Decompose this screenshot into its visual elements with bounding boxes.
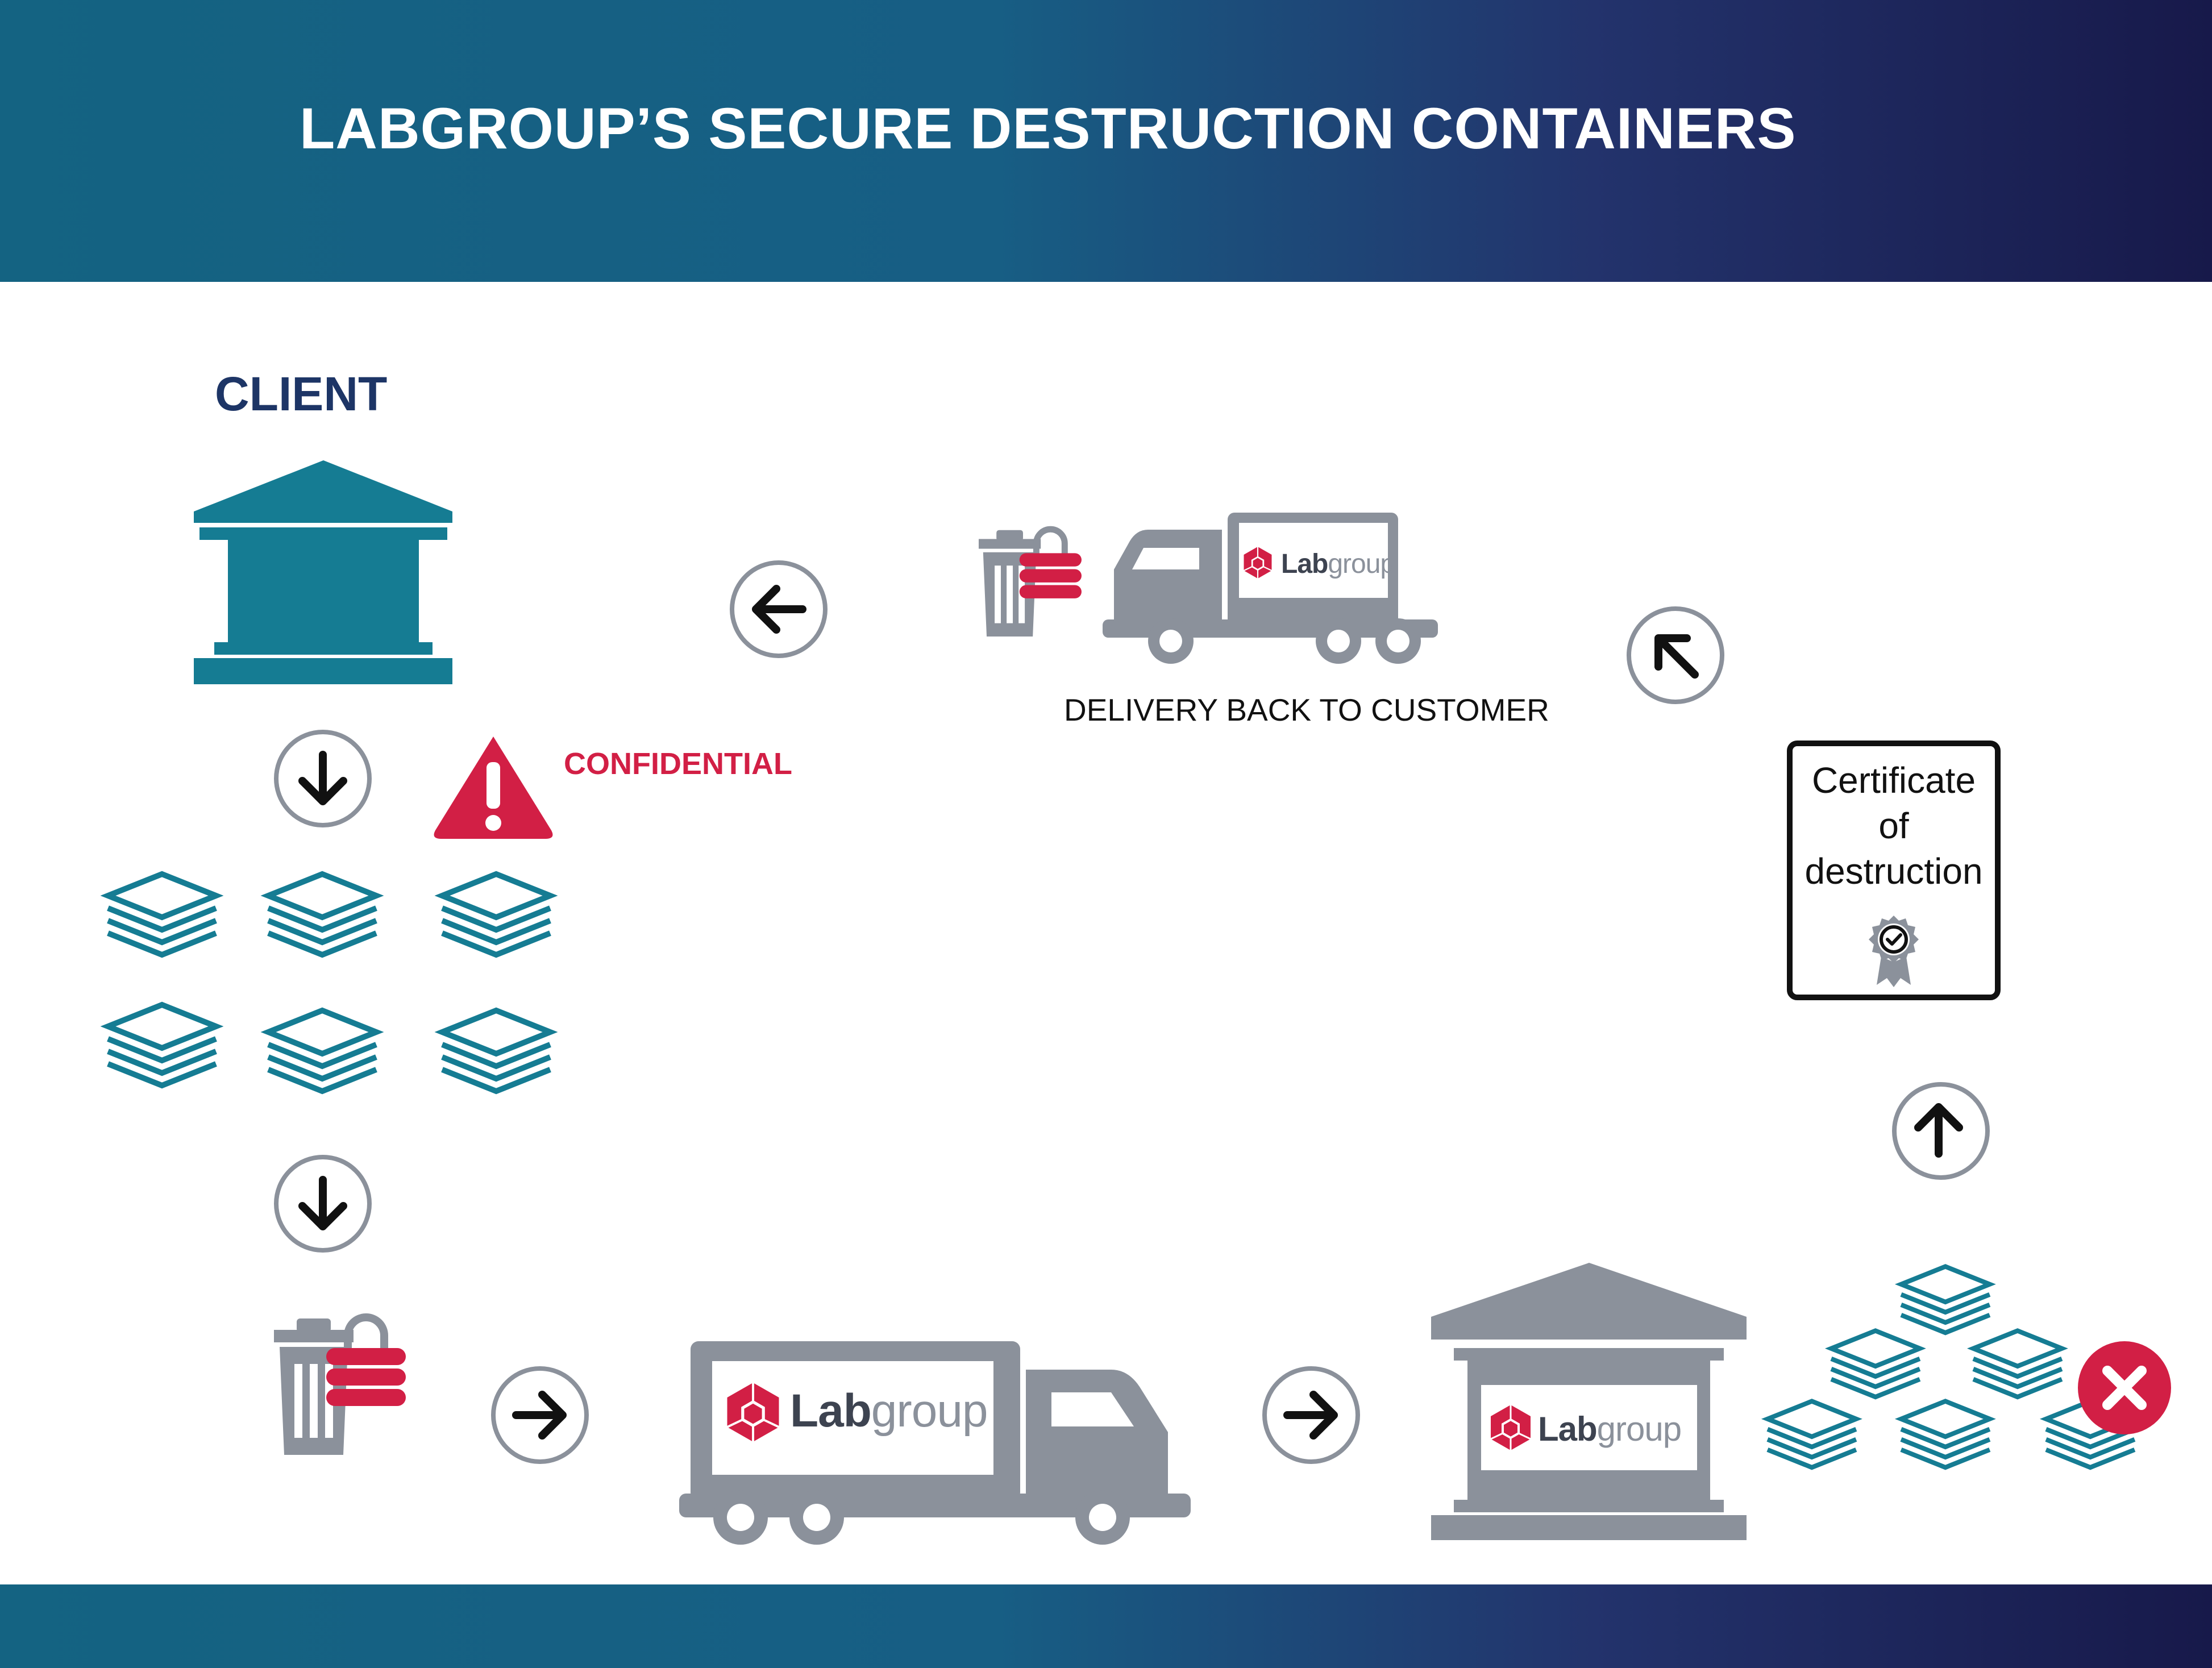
document-stack-icon xyxy=(1901,1267,1990,1333)
truck-icon xyxy=(1103,513,1438,664)
confidential-label: CONFIDENTIAL xyxy=(564,747,792,781)
brand-bold: Lab xyxy=(790,1385,872,1437)
brand-light: group xyxy=(1328,549,1395,579)
arrow-up-icon xyxy=(1894,1084,1988,1178)
document-stack-icon xyxy=(1901,1401,1990,1467)
brand-wordmark: Labgroup xyxy=(1538,1409,1682,1449)
brand-wordmark: Labgroup xyxy=(790,1384,988,1438)
footer-band xyxy=(0,1584,2212,1668)
document-stack-icon xyxy=(1831,1331,1920,1397)
client-label: CLIENT xyxy=(215,367,388,421)
certificate-of-destruction: Certificate of destruction xyxy=(1787,741,2001,1000)
brand-wordmark: Labgroup xyxy=(1281,548,1395,580)
bank-icon xyxy=(194,460,452,684)
document-stack-icon xyxy=(108,874,216,955)
brand-light: group xyxy=(1596,1410,1682,1448)
document-stack-icon xyxy=(108,1005,216,1085)
arrow-right-icon xyxy=(493,1368,587,1462)
document-stack-icon xyxy=(442,1010,550,1091)
arrow-up-left-icon xyxy=(1629,609,1722,702)
document-stack-icon xyxy=(442,874,550,955)
secure-bin-icon xyxy=(979,529,1082,637)
certificate-text: Certificate of destruction xyxy=(1804,760,1983,892)
brand-bold: Lab xyxy=(1538,1410,1598,1448)
document-stack-icon xyxy=(1768,1401,1856,1467)
header-band: LABGROUP’S SECURE DESTRUCTION CONTAINERS xyxy=(0,0,2212,282)
delivery-back-label: DELIVERY BACK TO CUSTOMER xyxy=(1064,692,1549,727)
arrow-right-icon xyxy=(1265,1368,1358,1462)
brand-bold: Lab xyxy=(1281,549,1328,579)
certificate-badge-icon xyxy=(1869,916,1919,987)
truck-icon xyxy=(679,1341,1191,1545)
secure-bin-icon xyxy=(274,1317,406,1455)
close-icon xyxy=(2078,1341,2171,1434)
warning-icon xyxy=(434,737,553,839)
brand-light: group xyxy=(871,1385,988,1437)
arrow-left-icon xyxy=(732,563,825,656)
arrow-down-icon xyxy=(276,1157,369,1250)
arrow-down-icon xyxy=(276,732,369,825)
page-title: LABGROUP’S SECURE DESTRUCTION CONTAINERS xyxy=(300,96,1797,161)
document-stack-icon xyxy=(268,874,376,955)
document-stack-icon xyxy=(1973,1331,2062,1397)
facility-icon xyxy=(1431,1263,1747,1540)
document-stack-icon xyxy=(268,1010,376,1091)
